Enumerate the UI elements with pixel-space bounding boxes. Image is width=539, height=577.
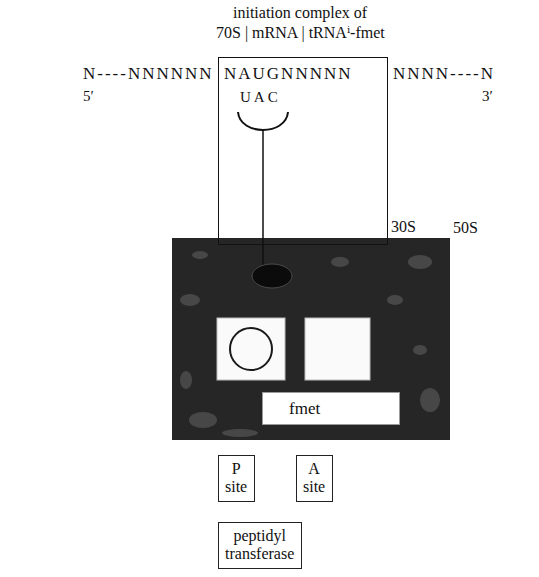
figure-title: initiation complex of <box>233 4 367 22</box>
anticodon: UAC <box>240 89 281 106</box>
mrna-sequence: NAUGNNNNN <box>224 64 353 84</box>
fmet-box: fmet <box>262 392 400 425</box>
site-box: P site <box>218 455 255 502</box>
strand-end: 5′ <box>83 88 94 105</box>
figure-subtitle: 70S | mRNA | tRNAⁱ-fmet <box>216 24 385 42</box>
enzyme-box: peptidyl transferase <box>218 522 302 569</box>
trna-body <box>252 264 292 288</box>
trna-anticodon-loop <box>238 112 288 130</box>
a-site-square <box>305 318 370 380</box>
large-subunit-fill <box>172 238 450 440</box>
mrna-sequence: NNNN----N <box>393 64 495 84</box>
node-label: 30S <box>391 218 416 236</box>
node-label: peptidyl transferase <box>225 527 294 564</box>
mrna-sequence: N----NNNNNN <box>83 64 214 84</box>
strand-end: 3′ <box>482 88 493 105</box>
p-site-square <box>217 318 285 380</box>
p-site-circle <box>230 328 272 370</box>
large-subunit-box: 50Sfmet <box>172 238 450 440</box>
texture-spots <box>180 251 440 437</box>
node-label: A site <box>303 460 325 497</box>
node-label: fmet <box>289 393 320 424</box>
site-box: A site <box>296 455 333 502</box>
small-subunit-box: 30S <box>218 57 388 245</box>
node-label: 50S <box>453 219 478 237</box>
node-label: P site <box>225 460 247 497</box>
trna-stem <box>262 130 264 266</box>
